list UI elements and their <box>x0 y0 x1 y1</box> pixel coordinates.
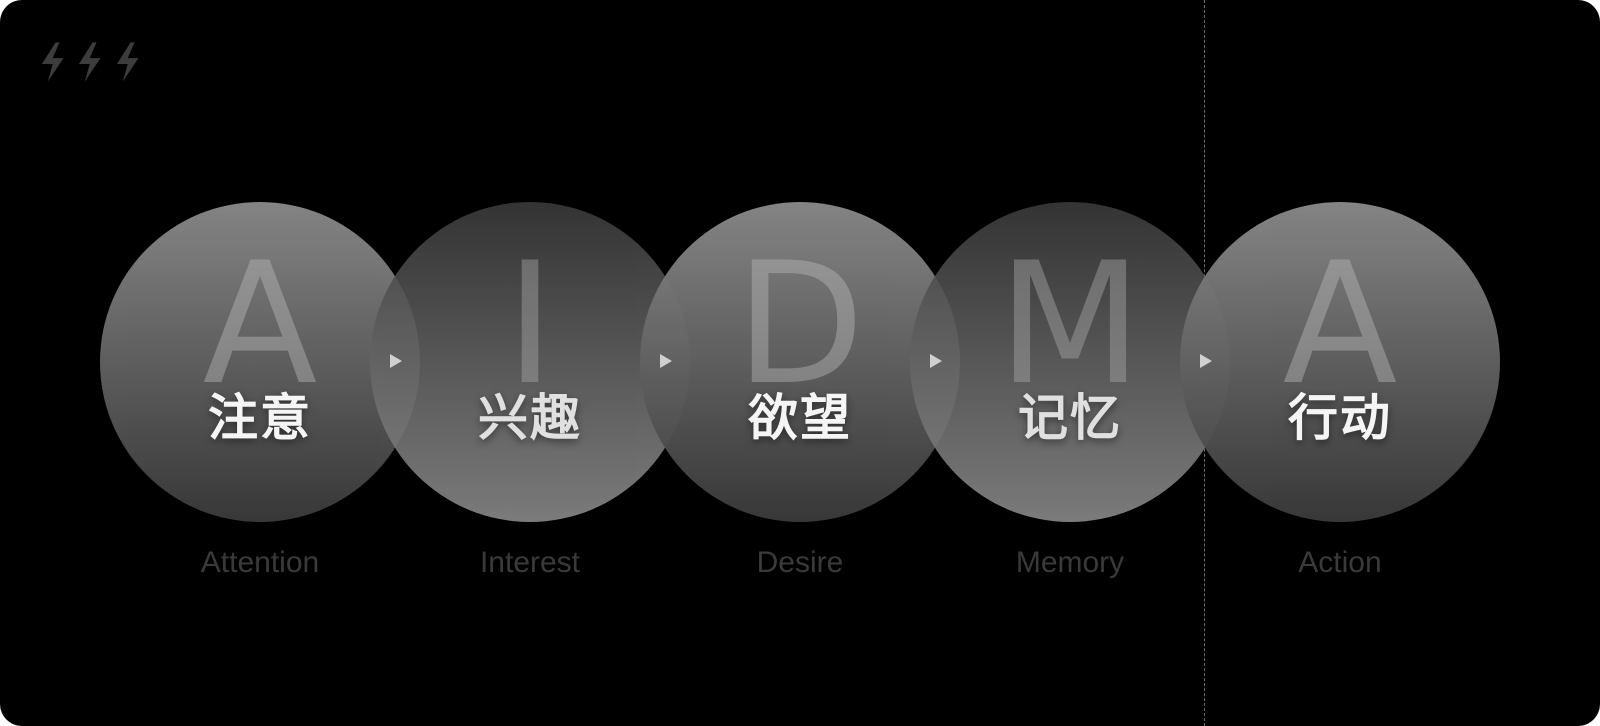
lightning-bolt-icon <box>116 42 139 82</box>
stage-circle-interest: I 兴趣 <box>370 202 690 522</box>
stage-label-en: Action <box>1298 546 1382 579</box>
play-arrow-icon <box>930 354 942 368</box>
stage-letter: A <box>1282 226 1398 422</box>
logo <box>38 40 146 84</box>
stage-label-cn: 记忆 <box>1018 389 1122 447</box>
stage-label-en: Attention <box>200 546 320 579</box>
stage-label-cn: 注意 <box>208 389 312 447</box>
stage-label-cn: 欲望 <box>748 389 852 447</box>
stage-label-cn: 兴趣 <box>478 389 582 447</box>
play-arrow-icon <box>1200 354 1212 368</box>
stage-label-cn: 行动 <box>1288 389 1392 447</box>
stage-circle-attention: A 注意 <box>100 202 420 522</box>
lightning-bolt-icon <box>41 42 64 82</box>
stage-letter: M <box>997 226 1143 422</box>
stage-letter: A <box>202 226 318 422</box>
stage-label-en: Memory <box>1015 546 1125 579</box>
stage-label-en: Interest <box>479 546 581 579</box>
stage-letter: D <box>735 226 865 422</box>
play-arrow-icon <box>390 354 402 368</box>
lightning-bolt-icon <box>79 42 101 82</box>
stage-label-en: Desire <box>756 546 844 579</box>
stage-circle-memory: M 记忆 <box>910 202 1230 522</box>
stage-circle-action: A 行动 <box>1180 202 1500 522</box>
stage-letter: I <box>505 226 555 422</box>
stage-circle-desire: D 欲望 <box>640 202 960 522</box>
play-arrow-icon <box>660 354 672 368</box>
